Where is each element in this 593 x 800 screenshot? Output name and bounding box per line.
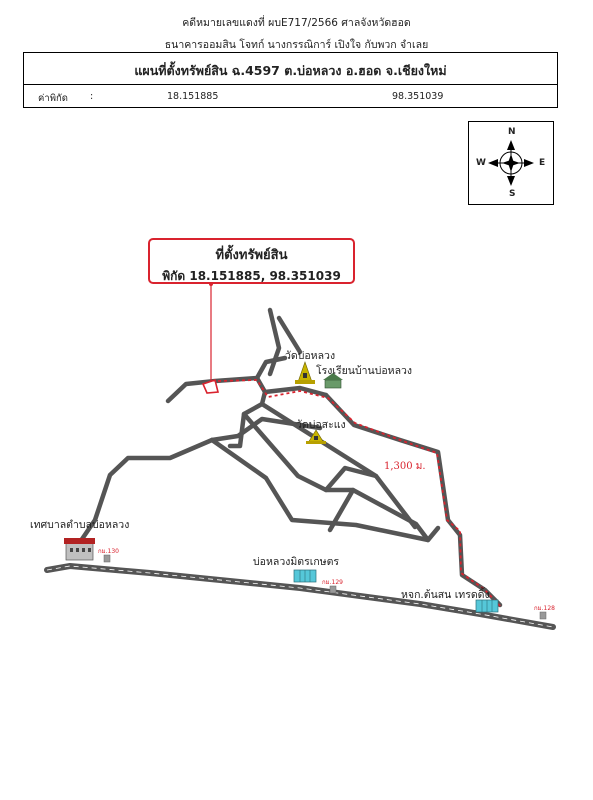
property-parcel-icon — [201, 378, 220, 394]
school-icon — [323, 373, 343, 389]
label-wat-bo-sa-chaeng: วัดบ่อสะแง — [296, 419, 346, 431]
label-wat-bo-luang: วัดบ่อหลวง — [285, 350, 336, 362]
coordinates-label: ค่าพิกัด — [38, 93, 68, 104]
latitude-value: 18.151885 — [167, 91, 219, 102]
callout-title: ที่ตั้งทรัพย์สิน — [215, 248, 288, 263]
compass-north: N — [508, 127, 516, 137]
compass-east: E — [539, 158, 546, 168]
longitude-value: 98.351039 — [392, 91, 444, 102]
highway-centerline — [46, 565, 554, 628]
km-post-icon — [103, 554, 547, 620]
compass-rose: N S W E — [468, 121, 554, 205]
route-line — [217, 379, 503, 609]
label-municipality: เทศบาลตำบลบ่อหลวง — [30, 519, 130, 531]
coordinates-separator: : — [90, 91, 94, 102]
km-marker-129: กม.129 — [322, 579, 343, 586]
km-marker-128: กม.128 — [534, 605, 555, 612]
map-title: แผนที่ตั้งทรัพย์สิน ฉ.4597 ต.บ่อหลวง อ.ฮ… — [134, 63, 447, 78]
shop-building-icon — [475, 599, 499, 613]
callout-coordinates: พิกัด 18.151885, 98.351039 — [162, 269, 341, 283]
temple-icon — [295, 361, 315, 384]
compass-south: S — [509, 189, 516, 199]
label-partnership: หจก.ต้นสน เทรดดิ้ง — [401, 589, 490, 601]
case-number-line: คดีหมายเลขแดงที่ ผบE717/2566 ศาลจังหวัดฮ… — [182, 17, 411, 29]
compass-west: W — [476, 158, 486, 168]
market-building-icon — [293, 569, 317, 583]
property-callout: ที่ตั้งทรัพย์สิน พิกัด 18.151885, 98.351… — [148, 238, 355, 284]
coordinates-row: ค่าพิกัด : 18.151885 98.351039 — [23, 84, 558, 108]
parties-line: ธนาคารออมสิน โจทก์ นางกรรณิการ์ เปิงใจ ก… — [164, 39, 429, 51]
label-school: โรงเรียนบ้านบ่อหลวง — [316, 365, 413, 377]
temple-icon — [306, 429, 326, 444]
route-distance: 1,300 ม. — [384, 461, 426, 472]
municipality-building-icon — [64, 538, 95, 561]
label-market: บ่อหลวงมิตรเกษตร — [253, 556, 340, 568]
km-marker-130: กม.130 — [98, 548, 119, 555]
compass-icon — [488, 140, 534, 186]
